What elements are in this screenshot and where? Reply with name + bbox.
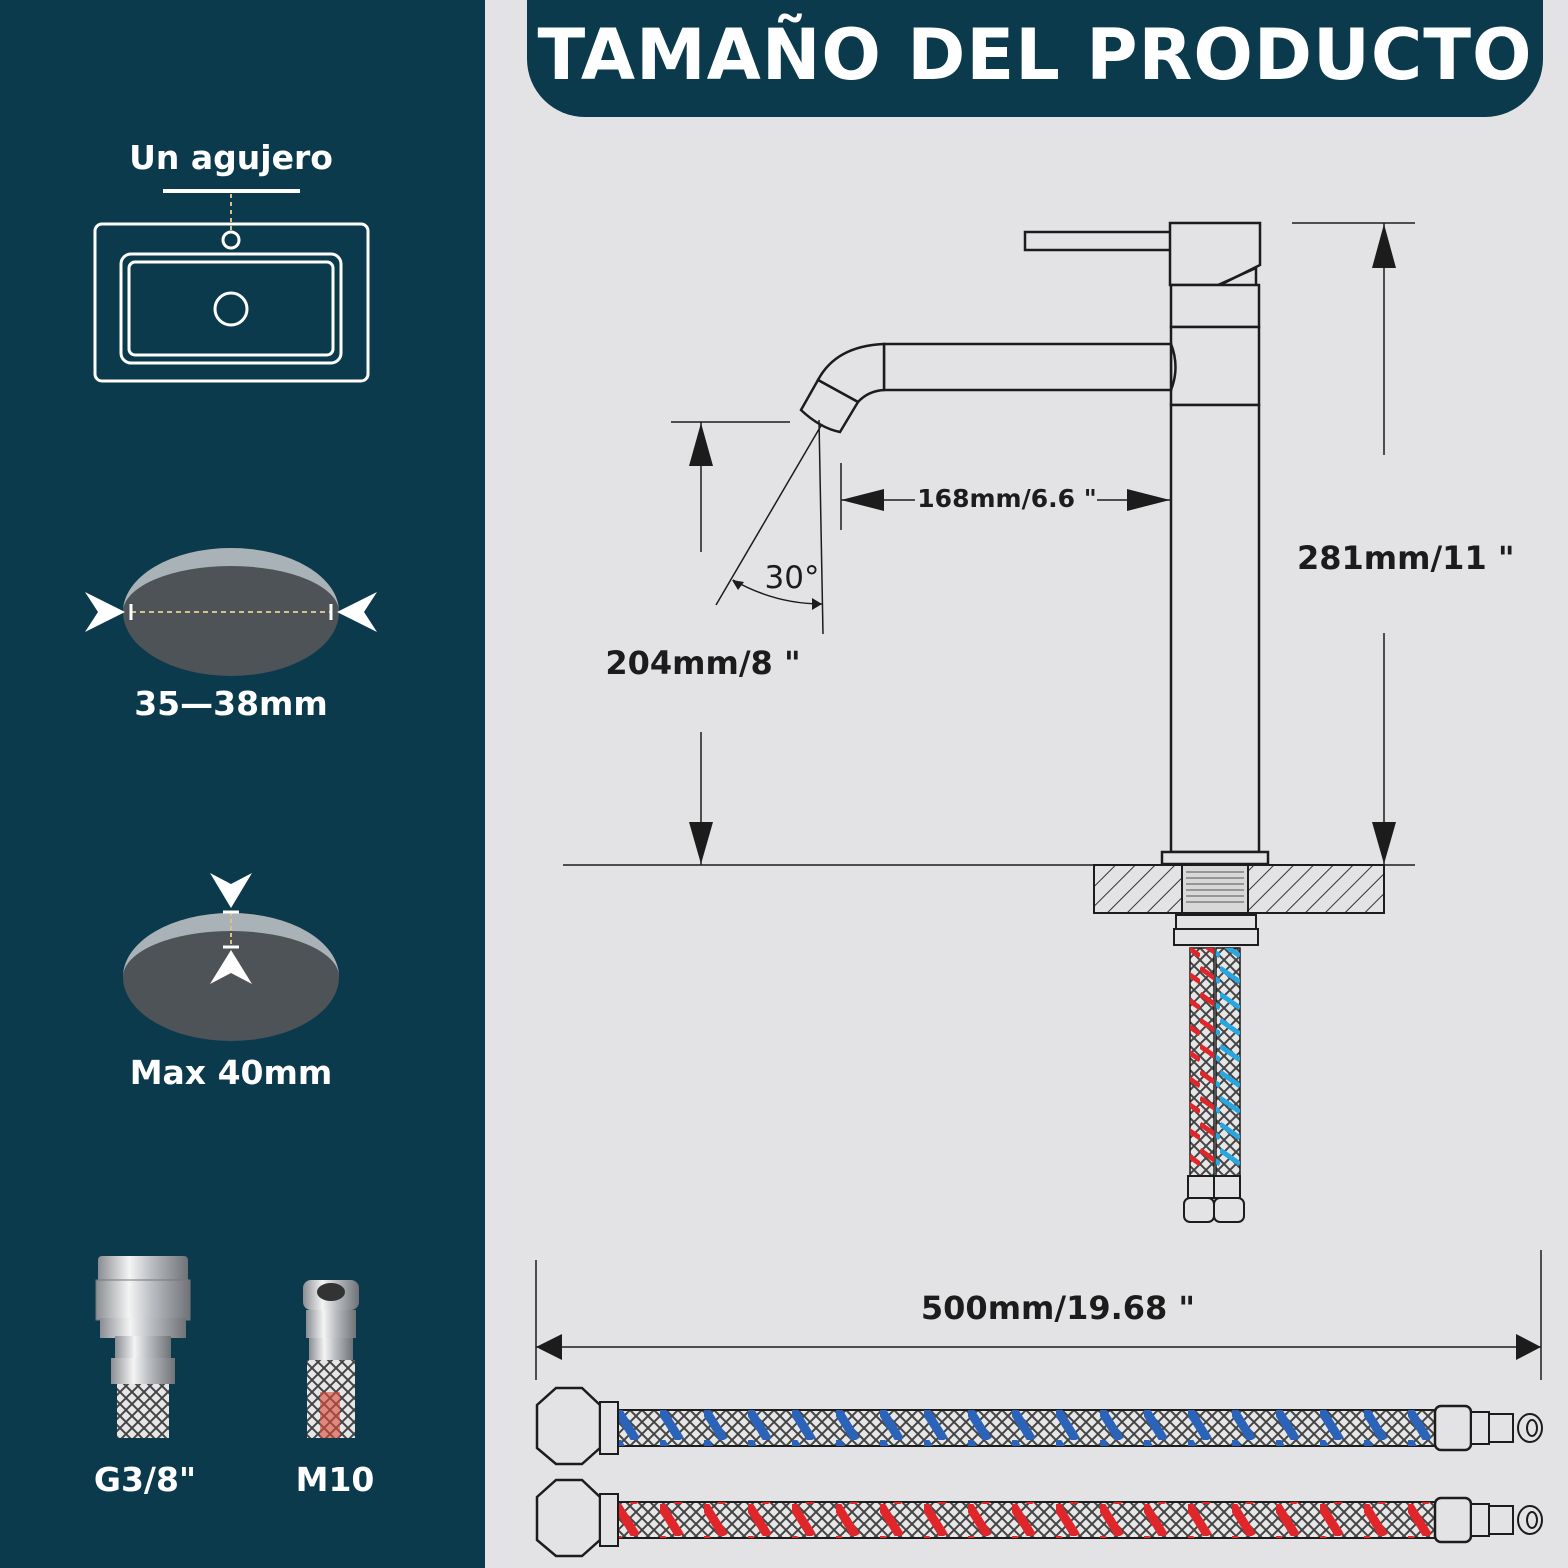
connector-g38-label: G3/8" — [93, 1460, 197, 1499]
hot-water-hose — [535, 1478, 1543, 1558]
m10-connector-icon — [303, 1280, 359, 1438]
dimension-lines — [535, 222, 1542, 1380]
cold-water-hose — [535, 1386, 1543, 1466]
hole-label: Un agujero — [129, 138, 333, 177]
hole-diameter-icon — [85, 548, 377, 676]
counter-section — [563, 864, 1415, 946]
thickness-label: Max 40mm — [129, 1053, 333, 1092]
spout-angle-label: 30° — [764, 560, 820, 596]
g38-connector-icon — [95, 1256, 191, 1438]
connector-m10-label: M10 — [295, 1460, 375, 1499]
faucet-drawing — [799, 221, 1270, 866]
title-banner: TAMAÑO DEL PRODUCTO — [527, 0, 1543, 117]
page-title: TAMAÑO DEL PRODUCTO — [537, 14, 1533, 96]
spout-reach-label: 168mm/6.6 " — [917, 484, 1097, 513]
counter-thickness-icon — [123, 873, 339, 1041]
under-faucet-hoses — [1183, 947, 1245, 1223]
spout-height-label: 204mm/8 " — [605, 644, 801, 682]
hose-length-label: 500mm/19.68 " — [920, 1289, 1196, 1327]
single-hole-sink-icon — [93, 189, 370, 383]
total-height-label: 281mm/11 " — [1297, 539, 1515, 577]
diameter-label: 35—38mm — [134, 684, 328, 723]
